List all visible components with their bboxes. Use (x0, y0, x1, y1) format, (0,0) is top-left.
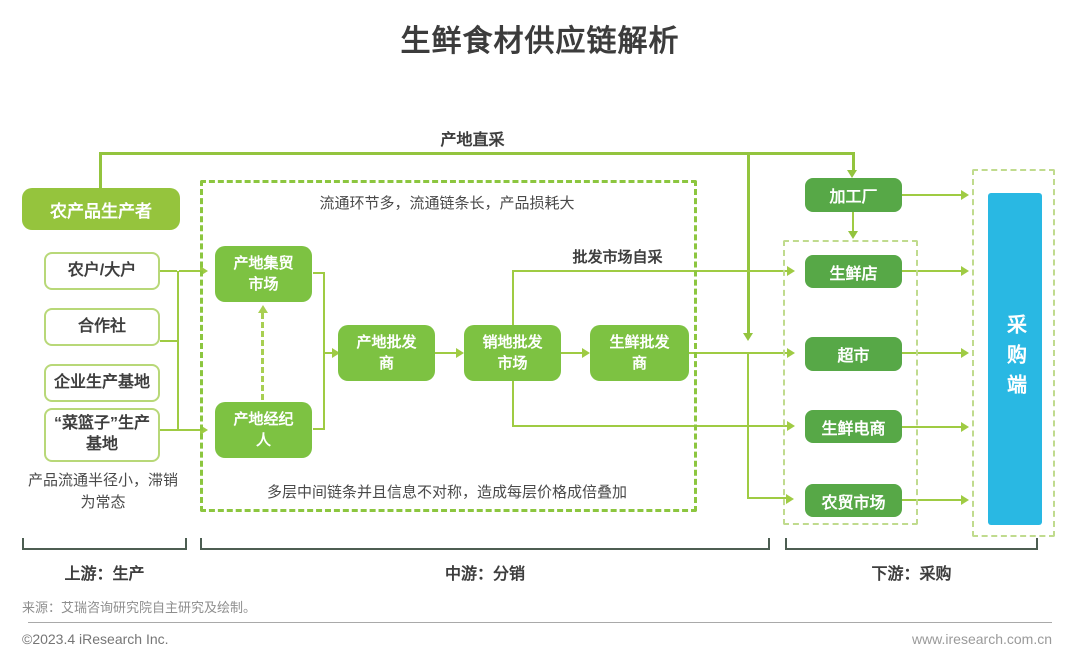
buyer-dashed-container (972, 169, 1055, 537)
connector-to-processor (852, 152, 855, 172)
midstream-note-bottom: 多层中间链条并且信息不对称，造成每层价格成倍叠加 (266, 484, 627, 501)
midstream-note-top: 流通环节多，流通链条长，产品损耗大 (319, 195, 575, 212)
arrowhead-processor-to-buyer (961, 190, 969, 200)
connector-fw-to-supermarket (689, 352, 788, 354)
connector-producer-up (99, 152, 102, 190)
arrowhead-supermarket-to-buyer (961, 348, 969, 358)
website-link[interactable]: www.iresearch.com.cn (911, 631, 1052, 647)
connector-basket-stub (160, 429, 177, 431)
upstream-note: 产品流通半径小，滞销为常态 (27, 472, 178, 511)
label-direct-sourcing: 产地直采 (440, 132, 505, 149)
box-supermarket: 超市 (805, 337, 902, 371)
connector-broker-stub (313, 428, 325, 430)
arrowhead-ow-to-dwm (456, 348, 464, 358)
connector-to-origin-broker (179, 429, 201, 431)
box-dest-wholesale-market: 销地批发市场 (464, 325, 561, 381)
arrowhead-to-origin-wholesaler (332, 348, 340, 358)
connector-to-fresh-ecommerce (512, 425, 788, 427)
connector-dwm-up (512, 271, 514, 325)
bracket-downstream (785, 538, 1038, 550)
arrowhead-ecommerce-to-buyer (961, 422, 969, 432)
box-cooperative: 合作社 (44, 308, 160, 346)
box-processing-plant: 加工厂 (805, 178, 902, 212)
box-farmer: 农户/大户 (44, 252, 160, 290)
arrowhead-to-fresh-store (787, 266, 795, 276)
connector-supermarket-to-buyer (902, 352, 962, 354)
bracket-upstream (22, 538, 187, 550)
box-producer-header: 农产品生产者 (22, 188, 180, 230)
connector-processor-to-buyer (902, 194, 962, 196)
arrowhead-to-processor (847, 170, 857, 178)
arrowhead-dwm-to-fw (582, 348, 590, 358)
label-wholesale-self-purchase: 批发市场自采 (572, 249, 663, 266)
retail-dashed-container (783, 240, 918, 525)
box-origin-market: 产地集贸市场 (215, 246, 312, 302)
box-fresh-store: 生鲜店 (805, 255, 902, 288)
connector-store-to-buyer (902, 270, 962, 272)
connector-farmer-stub (160, 270, 177, 272)
arrowhead-store-to-buyer (961, 266, 969, 276)
connector-junction-rail (323, 272, 325, 429)
connector-fm-to-buyer (902, 499, 962, 501)
connector-direct-sourcing (99, 152, 855, 155)
arrowhead-to-origin-broker (200, 425, 208, 435)
source-note: 来源：艾瑞咨询研究院自主研究及绘制。 (22, 600, 257, 615)
connector-processor-down (852, 212, 854, 232)
arrowhead-to-farmers-market (786, 494, 794, 504)
box-fresh-ecommerce: 生鲜电商 (805, 410, 902, 443)
connector-to-farmers-market (747, 497, 787, 499)
box-vegetable-basket-base: “菜篮子”生产基地 (44, 408, 160, 462)
connector-ecommerce-to-buyer (902, 426, 962, 428)
arrowhead-to-origin-market (200, 266, 208, 276)
connector-coop-stub (160, 340, 177, 342)
arrowhead-fm-to-buyer (961, 495, 969, 505)
footer-divider (28, 622, 1052, 623)
connector-dwm-down (512, 381, 514, 427)
box-origin-wholesaler: 产地批发商 (338, 325, 435, 381)
box-farmers-market: 农贸市场 (805, 484, 902, 517)
arrowhead-fw-to-supermarket (787, 348, 795, 358)
arrowhead-processor-down (848, 231, 858, 239)
connector-to-fresh-store (512, 270, 788, 272)
connector-dwm-to-fw (561, 352, 583, 354)
page-title: 生鲜食材供应链解析 (400, 25, 680, 58)
connector-broker-to-market-dashed (261, 313, 264, 400)
connector-market-stub (313, 272, 325, 274)
label-downstream: 下游：采购 (871, 566, 952, 583)
connector-direct-branch (747, 152, 750, 333)
box-origin-broker: 产地经纪人 (215, 402, 312, 458)
copyright-text: ©2023.4 iResearch Inc. (22, 631, 169, 647)
label-upstream: 上游：生产 (64, 566, 145, 583)
box-enterprise-base: 企业生产基地 (44, 364, 160, 402)
bracket-midstream (200, 538, 770, 550)
box-purchaser: 采购端 (988, 193, 1042, 525)
connector-to-origin-market (179, 270, 201, 272)
connector-ow-to-dwm (435, 352, 457, 354)
connector-producers-rail (177, 271, 179, 431)
midstream-dashed-container (200, 180, 697, 512)
arrowhead-broker-to-market (258, 305, 268, 313)
arrowhead-direct-branch (743, 333, 753, 341)
box-fresh-wholesaler: 生鲜批发商 (590, 325, 689, 381)
connector-to-origin-wholesaler (325, 352, 333, 354)
label-midstream: 中游：分销 (444, 566, 525, 583)
arrowhead-to-fresh-ecommerce (787, 421, 795, 431)
